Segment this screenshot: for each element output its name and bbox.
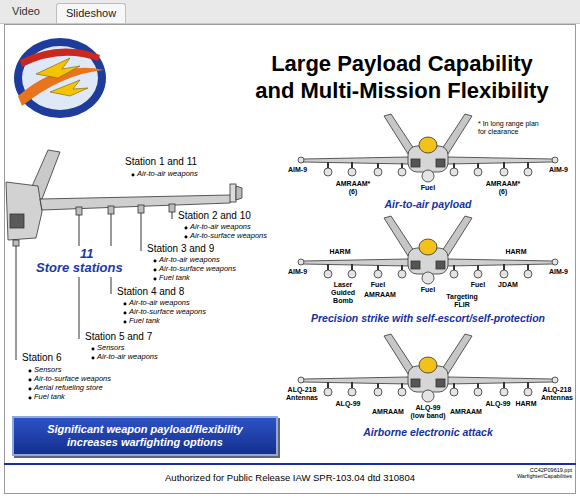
footnote: * In long range plan for clearance (478, 120, 544, 136)
program-logo (14, 38, 106, 118)
wing-illustration (10, 214, 24, 228)
wing-illustration (236, 186, 242, 200)
wing-illustration (138, 205, 144, 213)
wing-illustration (40, 195, 233, 210)
store-label: Fuel (471, 281, 485, 289)
station-heading: Station 2 and 10 (178, 210, 251, 222)
station-role: Air-to-air weapons (184, 223, 251, 232)
config-caption: Precision strike with self-escort/self-p… (311, 312, 545, 324)
footer-rule (4, 463, 576, 465)
station-role: Aerial refueling store (28, 384, 103, 393)
station-role: Air-to-air weapons (153, 256, 220, 265)
store-label: ALQ-218 Antennas (285, 386, 319, 402)
message-banner: Significant weapon payload/flexibility i… (12, 416, 278, 456)
wing-illustration (108, 206, 114, 214)
tab-label: Video (12, 5, 40, 18)
wing-illustration (76, 207, 82, 215)
file-reference: CC42P09619.ppt Warfighter/Capabilities (506, 467, 572, 479)
store-label: AMRAAM* (6) (335, 180, 371, 196)
station-role: Air-to-surface weapons (28, 375, 111, 384)
store-label: Fuel (421, 286, 435, 294)
station-heading: Station 5 and 7 (85, 331, 152, 343)
station-role: Air-to-surface weapons (153, 265, 236, 274)
station-role: Air-to-air weapons (131, 170, 198, 179)
store-label: AMRAAM (450, 408, 482, 416)
box-text: Slideshow (66, 7, 116, 19)
store-label: HARM (330, 248, 351, 256)
station-heading: Station 6 (22, 352, 61, 364)
wing-illustration (169, 204, 175, 212)
jet-front-view (298, 216, 558, 284)
jet-front-view (298, 334, 558, 402)
store-label: AMRAAM (364, 291, 396, 299)
program-logo (36, 58, 80, 78)
leader-line (16, 246, 17, 360)
store-label: AIM-9 (549, 268, 568, 276)
store-label: AIM-9 (288, 268, 307, 276)
store-label: ALQ-99 (486, 400, 511, 408)
leader-line (172, 212, 173, 219)
store-label: AIM-9 (549, 166, 568, 174)
wing-illustration (230, 184, 236, 202)
station-role: Fuel tank (123, 317, 160, 326)
station-heading: Station 3 and 9 (147, 243, 214, 255)
store-label: Targeting FLIR (445, 293, 479, 309)
leader-line (79, 215, 80, 339)
store-label: AIM-9 (288, 166, 307, 174)
store-label: AMRAAM (372, 408, 404, 416)
wing-illustration (13, 240, 19, 246)
station-role: Air-to-surface weapons (184, 232, 267, 241)
leader-line (141, 213, 142, 251)
config-caption: Air-to-air payload (385, 198, 472, 210)
station-role: Air-to-air weapons (91, 353, 158, 362)
station-role: Fuel tank (153, 274, 190, 283)
store-label: Fuel (371, 281, 385, 289)
box-text: Significant weapon payload/flexibility i… (22, 423, 268, 449)
program-logo (50, 80, 88, 96)
station-role: Sensors (28, 366, 62, 375)
program-logo (14, 38, 106, 118)
store-label: ALQ-99 (low band) (409, 404, 447, 420)
jet-front-view (298, 114, 558, 182)
tab-button: Slideshow (56, 3, 126, 23)
release-note: Authorized for Public Release IAW SPR-10… (165, 473, 415, 484)
store-label: AMRAAM* (6) (485, 180, 521, 196)
station-heading: Station 1 and 11 (125, 156, 197, 168)
store-label: HARM (506, 248, 527, 256)
group-label: 11 Store stations (36, 246, 126, 277)
store-label: HARM (516, 400, 537, 408)
station-role: Air-to-air weapons (123, 299, 190, 308)
store-label: ALQ-99 (336, 400, 361, 408)
station-heading: Station 4 and 8 (117, 286, 184, 298)
store-label: JDAM (498, 281, 518, 289)
store-label: Fuel (421, 184, 435, 192)
wing-illustration (6, 182, 42, 240)
slide-title: Large Payload Capability and Multi-Missi… (252, 50, 552, 104)
station-role: Fuel tank (28, 393, 65, 402)
station-role: Sensors (91, 344, 125, 353)
station-role: Air-to-surface weapons (123, 308, 206, 317)
store-label: Laser Guided Bomb (329, 281, 357, 305)
config-caption: Airborne electronic attack (363, 426, 493, 438)
store-label: ALQ-218 Antennas (540, 386, 574, 402)
